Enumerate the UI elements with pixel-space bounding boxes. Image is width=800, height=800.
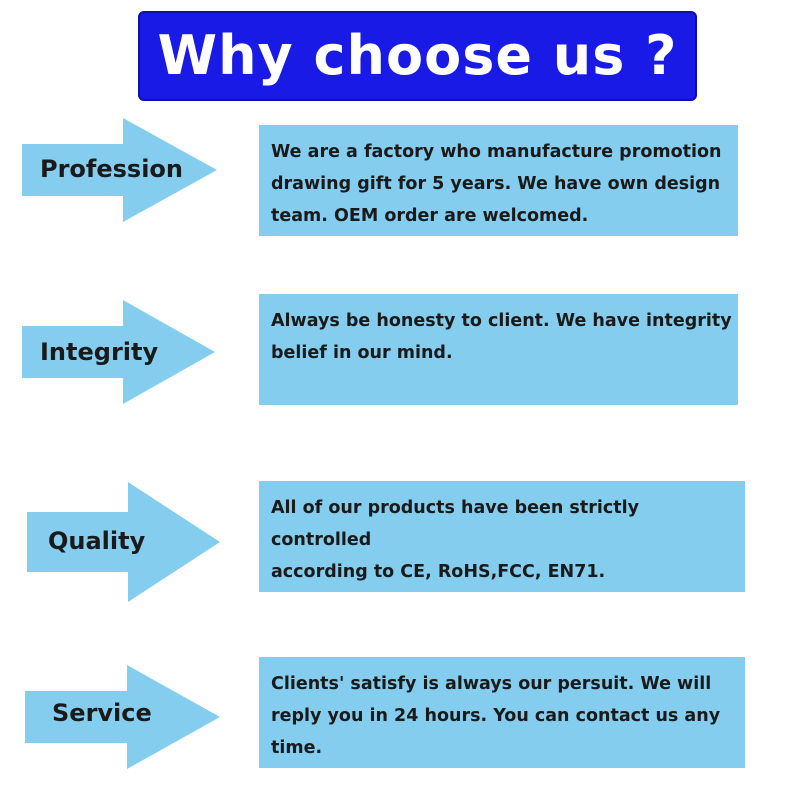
service-arrow-icon [25, 665, 220, 769]
description-box-service: Clients' satisfy is always our persuit. … [259, 657, 745, 768]
title-banner: Why choose us ? [138, 11, 697, 101]
page-title: Why choose us ? [157, 24, 678, 87]
arrow-label-service: Service [52, 699, 152, 727]
profession-arrow-icon [22, 118, 217, 222]
quality-arrow-icon [27, 482, 220, 602]
description-box-profession: We are a factory who manufacture promoti… [259, 125, 738, 236]
description-box-quality: All of our products have been strictly c… [259, 481, 745, 592]
arrow-label-quality: Quality [48, 527, 146, 555]
arrow-label-integrity: Integrity [40, 338, 159, 366]
integrity-arrow-icon [22, 300, 215, 404]
arrow-label-profession: Profession [40, 155, 184, 183]
description-box-integrity: Always be honesty to client. We have int… [259, 294, 738, 405]
